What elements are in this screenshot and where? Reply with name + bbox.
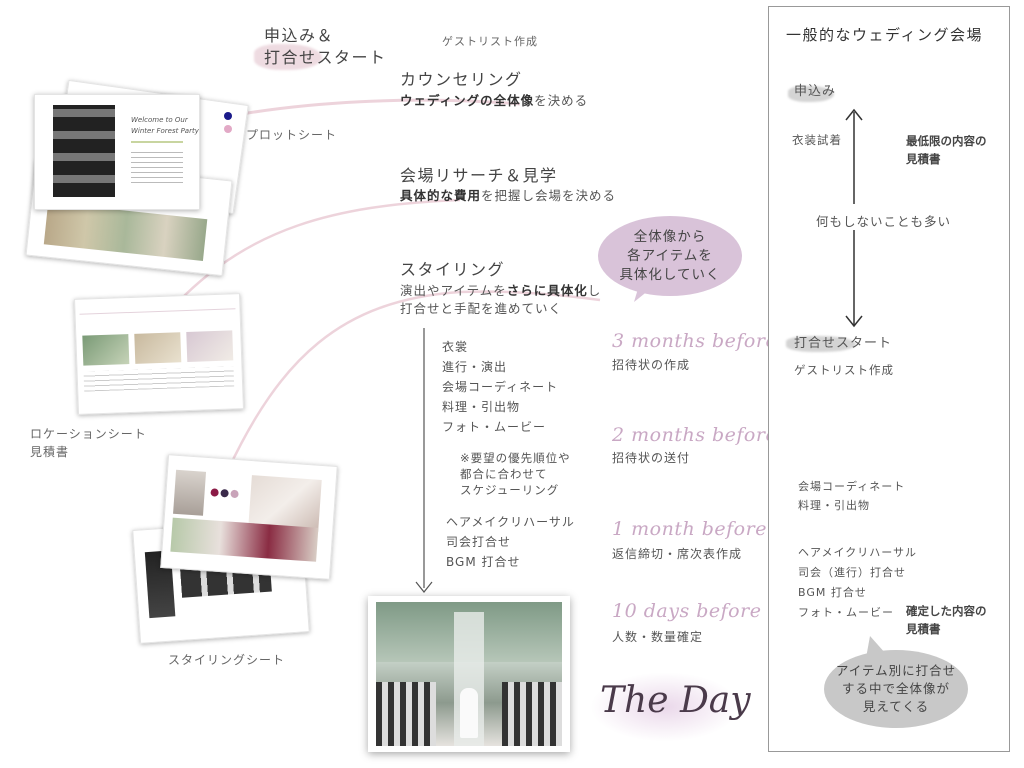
timeline-3months: 3 months before [612, 330, 778, 352]
panel-apply: 申込み [794, 84, 837, 99]
timeline-2months: 2 months before [612, 424, 778, 446]
color-dot-pink [224, 125, 232, 133]
items-list-a: 衣裳 進行・演出 会場コーディネート 料理・引出物 フォト・ムービー [442, 338, 558, 438]
location-text-lines [83, 366, 235, 392]
panel-start: 打合せスタート [794, 336, 893, 351]
location-photo-2 [134, 332, 182, 364]
research-desc: 具体的な費用を把握し会場を決める [400, 185, 616, 204]
item-food: 料理・引出物 [442, 400, 521, 414]
panel-items-b: ヘアメイクリハーサル 司会（進行）打合せ BGM 打合せ フォト・ムービー [798, 546, 918, 619]
guest-list-top: ゲストリスト作成 [442, 35, 538, 48]
timeline-arrow-head [415, 581, 433, 593]
start-line2: 打合せスタート [264, 48, 387, 67]
panel-double-arrow [845, 108, 863, 328]
item-mc-meeting: 司会打合せ [446, 535, 512, 549]
panel-estimate-final: 確定した内容の 見積書 [906, 604, 987, 636]
plot-welcome: Welcome to Our Winter Forest Party [131, 116, 199, 135]
speech-bubble-main: 全体像から 各アイテムを 具体化していく [598, 216, 742, 296]
item-costume: 衣裳 [442, 340, 469, 354]
item-coordinate: 会場コーディネート [442, 380, 559, 394]
plot-photo-strip [43, 202, 208, 261]
styling-sheet-front [160, 454, 338, 580]
panel-estimate-min: 最低限の内容の 見積書 [906, 134, 987, 166]
bubble-main-line3: 具体化していく [619, 266, 721, 283]
the-day-glow [590, 672, 740, 742]
plot-sheet-label: プロットシート [246, 128, 338, 142]
color-dot-navy [224, 112, 232, 120]
styling-photo-dress [173, 469, 207, 516]
panel-nothing: 何もしないことも多い [814, 211, 954, 230]
speech-bubble-panel: アイテム別に打合せ する中で全体像が 見えてくる [824, 650, 968, 728]
counseling-desc: ウェディングの全体像を決める [400, 90, 588, 109]
bubble-main-tail [634, 282, 654, 302]
timeline-1month: 1 month before [612, 518, 767, 540]
bubble-main-line1: 全体像から [633, 228, 707, 245]
location-header [79, 298, 236, 315]
location-photo-1 [82, 334, 130, 366]
timeline-2months-task: 招待状の送付 [612, 451, 691, 465]
timeline-1month-task: 返信締切・席次表作成 [612, 547, 743, 561]
styling-desc-line1: 演出やアイテムをさらに具体化し [400, 283, 602, 298]
counseling-title: カウンセリング [400, 70, 523, 89]
research-bold: 具体的な費用 [400, 188, 482, 203]
styling-sheet-label: スタイリングシート [168, 653, 286, 667]
plot-rule [131, 141, 183, 143]
panel-title: 一般的なウェディング会場 [786, 26, 983, 44]
location-sheet-label: ロケーションシート [30, 427, 147, 441]
bubble-main-line2: 各アイテムを [627, 247, 713, 264]
panel-fitting: 衣装試着 [792, 133, 842, 147]
panel-brush-start [786, 336, 856, 352]
estimate-label: 見積書 [30, 445, 70, 459]
research-rest: を把握し会場を決める [481, 188, 617, 203]
bride-figure [460, 688, 478, 738]
counseling-rest: を決める [534, 93, 589, 108]
panel-brush-apply [788, 86, 834, 102]
panel-bubble-tail [866, 636, 886, 658]
styling-desc-line2: 打合せと手配を進めていく [400, 301, 563, 316]
scheduling-note: ※要望の優先順位や 都合に合わせて スケジューリング [460, 451, 571, 497]
chapel-image [376, 602, 562, 746]
wedding-photo [368, 596, 570, 752]
guests-left [376, 682, 436, 746]
item-photo: フォト・ムービー [442, 420, 547, 434]
item-bgm-meeting: BGM 打合せ [446, 555, 521, 569]
styling-title: スタイリング [400, 260, 506, 279]
plot-bw-photo [53, 105, 115, 197]
item-progress: 進行・演出 [442, 360, 508, 374]
panel-bubble-line1: アイテム別に打合せ [835, 663, 957, 678]
plot-text-lines [131, 149, 183, 183]
items-list-b: ヘアメイクリハーサル 司会打合せ BGM 打合せ [446, 513, 575, 573]
styling-palette [210, 488, 241, 510]
guests-right [502, 682, 562, 746]
timeline-3months-task: 招待状の作成 [612, 358, 691, 372]
panel-bubble-line2: する中で全体像が [841, 681, 950, 696]
timeline-10days: 10 days before [612, 600, 762, 622]
panel-items-a: 会場コーディネート 料理・引出物 [798, 480, 906, 512]
location-sheet [74, 293, 244, 415]
timeline-10days-task: 人数・数量確定 [612, 630, 704, 644]
start-line1: 申込み＆ [264, 26, 335, 45]
counseling-bold: ウェディングの全体像 [400, 93, 535, 108]
location-photo-3 [186, 330, 234, 363]
panel-bubble-line3: 見えてくる [862, 699, 930, 714]
panel-guest-list: ゲストリスト作成 [794, 363, 894, 377]
comparison-panel [768, 6, 1010, 752]
curve-research [179, 198, 461, 301]
the-day-label: The Day [600, 680, 751, 721]
item-hair-rehearsal: ヘアメイクリハーサル [446, 515, 575, 529]
brush-start [254, 44, 322, 70]
curve-styling [226, 290, 601, 471]
research-title: 会場リサーチ＆見学 [400, 166, 558, 185]
plot-sheet-front: Welcome to Our Winter Forest Party [34, 94, 200, 210]
